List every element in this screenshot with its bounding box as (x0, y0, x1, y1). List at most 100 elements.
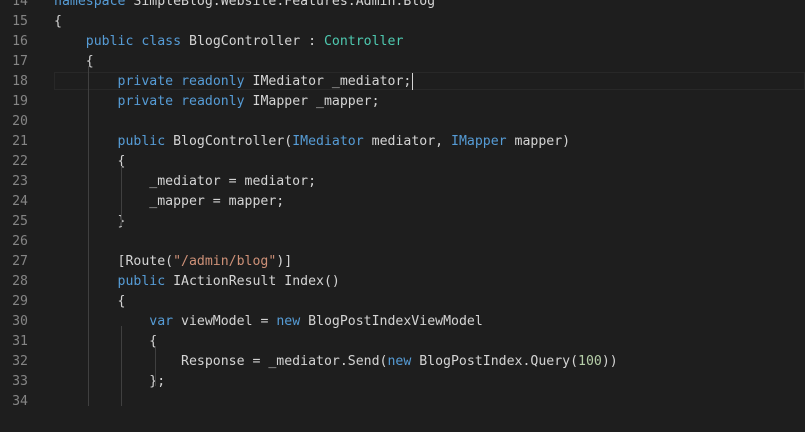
code-token: 100 (578, 354, 602, 369)
line-number: 26 (12, 234, 28, 249)
code-token: BlogPostIndexViewModel (300, 314, 483, 329)
code-token: IMediator _mediator; (244, 74, 412, 89)
indent-guide (121, 166, 122, 226)
code-token (54, 34, 86, 49)
line-number: 34 (12, 394, 28, 409)
code-text: { (54, 152, 126, 172)
code-text: { (54, 292, 126, 312)
code-line[interactable]: 26 (0, 232, 805, 252)
code-line[interactable]: 21 public BlogController(IMediator media… (0, 132, 805, 152)
code-text: public IActionResult Index() (54, 272, 340, 292)
code-token: }; (54, 374, 166, 389)
line-number: 18 (12, 74, 28, 89)
code-text: private readonly IMediator _mediator; (54, 72, 414, 92)
code-token: var (149, 314, 174, 329)
code-token: BlogController : (181, 34, 324, 49)
code-token (173, 74, 181, 89)
code-token: namespace (54, 0, 126, 9)
code-line[interactable]: 18 private readonly IMediator _mediator; (0, 72, 805, 92)
line-number: 17 (12, 54, 28, 69)
line-number: 23 (12, 174, 28, 189)
code-token (54, 74, 118, 89)
code-token (54, 314, 149, 329)
code-token: { (54, 334, 158, 349)
indent-guide (88, 66, 89, 406)
line-number: 31 (12, 334, 28, 349)
code-text: private readonly IMapper _mapper; (54, 92, 380, 112)
code-token: mediator, (363, 134, 452, 149)
line-number: 25 (12, 214, 28, 229)
code-token: [Route( (54, 254, 174, 269)
code-token: private (117, 94, 174, 109)
indent-guide (155, 346, 156, 386)
code-token: BlogController( (165, 134, 293, 149)
line-number: 33 (12, 374, 28, 389)
line-number: 27 (12, 254, 28, 269)
code-text: public class BlogController : Controller (54, 32, 404, 52)
code-token: SimpleBlog.Website.Features.Admin.Blog (125, 0, 436, 9)
code-line[interactable]: 28 public IActionResult Index() (0, 272, 805, 292)
code-token: new (387, 354, 412, 369)
text-cursor (412, 72, 414, 90)
code-line[interactable]: 20 (0, 112, 805, 132)
code-token: BlogPostIndex.Query( (411, 354, 579, 369)
code-token: private (117, 74, 174, 89)
code-text: Response = _mediator.Send(new BlogPostIn… (54, 352, 618, 372)
code-text: namespace SimpleBlog.Website.Features.Ad… (54, 0, 435, 12)
code-line[interactable]: 29 { (0, 292, 805, 312)
code-line[interactable]: 15 { (0, 12, 805, 32)
code-token: readonly (181, 94, 245, 109)
line-number: 21 (12, 134, 28, 149)
code-token: _mapper = mapper; (54, 194, 285, 209)
line-number: 19 (12, 94, 28, 109)
code-token: IMapper (451, 134, 507, 149)
code-text: } (54, 212, 126, 232)
code-line[interactable]: 33 }; (0, 372, 805, 392)
code-token: Response = _mediator.Send( (54, 354, 388, 369)
code-line[interactable]: 19 private readonly IMapper _mapper; (0, 92, 805, 112)
code-line[interactable]: 30 var viewModel = new BlogPostIndexView… (0, 312, 805, 332)
line-number: 20 (12, 114, 28, 129)
code-line[interactable]: 24 _mapper = mapper; (0, 192, 805, 212)
code-text: public BlogController(IMediator mediator… (54, 132, 571, 152)
code-token: Controller (323, 34, 404, 49)
code-line[interactable]: 34 (0, 392, 805, 412)
code-token (54, 274, 118, 289)
code-line[interactable]: 27 [Route("/admin/blog")] (0, 252, 805, 272)
code-line[interactable]: 17 { (0, 52, 805, 72)
code-line[interactable]: 23 _mediator = mediator; (0, 172, 805, 192)
code-text: }; (54, 372, 165, 392)
code-token: "/admin/blog" (173, 254, 277, 269)
line-number: 30 (12, 314, 28, 329)
code-token: { (54, 294, 126, 309)
code-line[interactable]: 16 public class BlogController : Control… (0, 32, 805, 52)
line-number: 28 (12, 274, 28, 289)
code-token: { (54, 54, 94, 69)
code-token: public (85, 34, 134, 49)
code-text: _mediator = mediator; (54, 172, 316, 192)
code-token: public (117, 274, 166, 289)
code-text: { (54, 12, 62, 32)
code-line[interactable]: 22 { (0, 152, 805, 172)
line-number: 16 (12, 34, 28, 49)
code-token: new (276, 314, 301, 329)
code-line[interactable]: 31 { (0, 332, 805, 352)
code-token: )) (601, 354, 618, 369)
line-number: 15 (12, 14, 28, 29)
code-token: viewModel = (173, 314, 277, 329)
code-token: class (141, 34, 182, 49)
code-token: _mediator = mediator; (54, 174, 317, 189)
code-token: mapper) (506, 134, 571, 149)
code-text: { (54, 332, 157, 352)
code-token (54, 94, 118, 109)
code-text: [Route("/admin/blog")] (54, 252, 293, 272)
code-text: var viewModel = new BlogPostIndexViewMod… (54, 312, 483, 332)
code-line[interactable]: 32 Response = _mediator.Send(new BlogPos… (0, 352, 805, 372)
code-token (173, 94, 181, 109)
line-number: 29 (12, 294, 28, 309)
code-token: IMapper _mapper; (244, 94, 380, 109)
code-token: public (117, 134, 166, 149)
